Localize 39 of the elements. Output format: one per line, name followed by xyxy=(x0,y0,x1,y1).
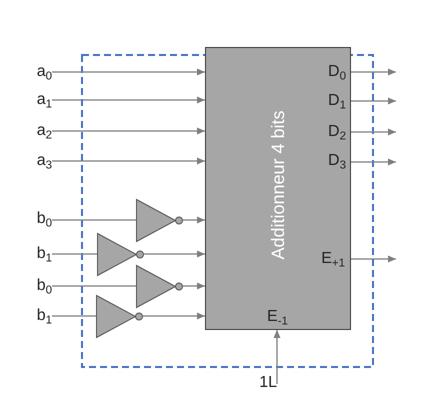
adder-block xyxy=(205,47,351,330)
input-label: b$_{1}$ xyxy=(36,307,52,325)
input-label: a$_{3}$ xyxy=(36,152,52,170)
arrow xyxy=(351,98,396,104)
arrow xyxy=(52,96,205,104)
inverter-symbol xyxy=(97,232,144,276)
port-label: D$_{2}$ xyxy=(328,122,346,140)
arrow xyxy=(52,68,205,76)
connector-line xyxy=(52,315,96,317)
arrow xyxy=(274,330,280,384)
arrow xyxy=(143,312,205,320)
port-label: E$_{+1}$ xyxy=(321,250,345,268)
input-label: b$_{0}$ xyxy=(36,210,52,228)
input-label: a$_{0}$ xyxy=(36,63,52,81)
input-label: b$_{0}$ xyxy=(36,277,52,295)
arrow xyxy=(52,128,205,134)
connector-line xyxy=(52,219,136,221)
input-label: a$_{2}$ xyxy=(36,122,52,140)
port-label: D$_{1}$ xyxy=(328,92,346,110)
input-label: b$_{1}$ xyxy=(36,245,52,263)
inverter-symbol xyxy=(136,264,183,308)
port-label: D$_{0}$ xyxy=(328,62,346,80)
inverter-symbol xyxy=(136,198,183,242)
arrow xyxy=(351,158,396,166)
input-label: 1L xyxy=(259,374,277,392)
arrow xyxy=(351,68,396,76)
arrow xyxy=(351,256,396,262)
arrow xyxy=(183,216,205,224)
port-label: D$_{3}$ xyxy=(328,152,346,170)
input-label: a$_{1}$ xyxy=(36,91,52,109)
port-label: E$_{-1}$ xyxy=(267,308,288,326)
block-title: Additionneur 4 bits xyxy=(266,110,288,260)
arrow xyxy=(144,250,205,258)
connector-line xyxy=(52,285,136,287)
inverter-symbol xyxy=(96,294,143,338)
arrow xyxy=(183,282,205,290)
connector-line xyxy=(52,253,97,255)
arrow xyxy=(52,158,205,164)
arrow xyxy=(351,128,396,136)
